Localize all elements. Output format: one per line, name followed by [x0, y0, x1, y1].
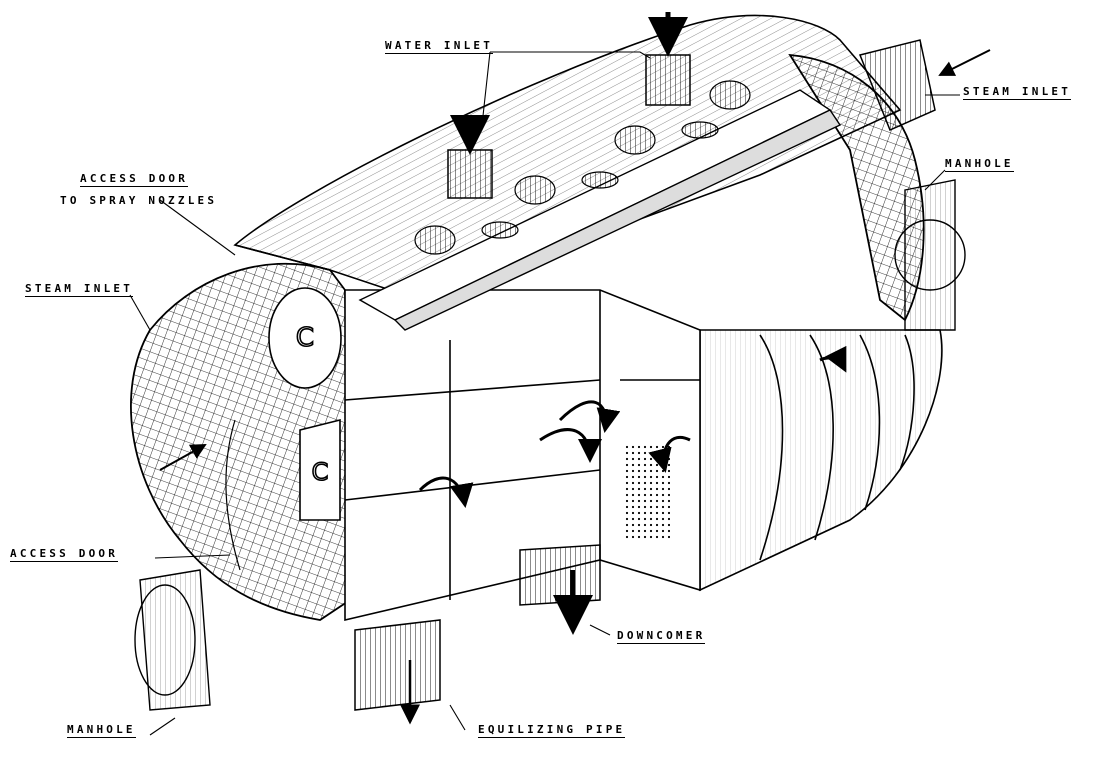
- label-access-door-spray-1: ACCESS DOOR: [80, 172, 189, 187]
- label-manhole-left: MANHOLE: [67, 723, 136, 738]
- perforated-plate: [625, 445, 670, 540]
- spray-trough: [358, 89, 842, 331]
- svg-text:C: C: [312, 458, 329, 486]
- manhole-left: [134, 569, 211, 711]
- downcomer-pipe: [519, 544, 601, 606]
- right-shell-segments: [699, 329, 943, 592]
- label-manhole-right: MANHOLE: [945, 157, 1014, 172]
- access-door-panel: C: [299, 418, 341, 521]
- label-downcomer: DOWNCOMER: [617, 629, 706, 644]
- spray-access-door: C: [268, 287, 342, 389]
- steam-inlet-pipe-right: [858, 39, 936, 132]
- spray-nozzles: [414, 80, 751, 255]
- water-inlet-nozzles: [447, 54, 691, 199]
- manhole-right: [894, 179, 966, 331]
- label-steam-inlet-right: STEAM INLET: [963, 85, 1072, 100]
- label-steam-inlet-left: STEAM INLET: [25, 282, 134, 297]
- label-access-door-spray-2: TO SPRAY NOZZLES: [60, 194, 218, 207]
- svg-text:C: C: [296, 323, 314, 353]
- leader-lines: [129, 51, 960, 736]
- label-equalizing-pipe: EQUILIZING PIPE: [478, 723, 626, 738]
- label-access-door: ACCESS DOOR: [10, 547, 119, 562]
- equalizing-pipe: [354, 619, 441, 711]
- label-water-inlet: WATER INLET: [385, 39, 494, 54]
